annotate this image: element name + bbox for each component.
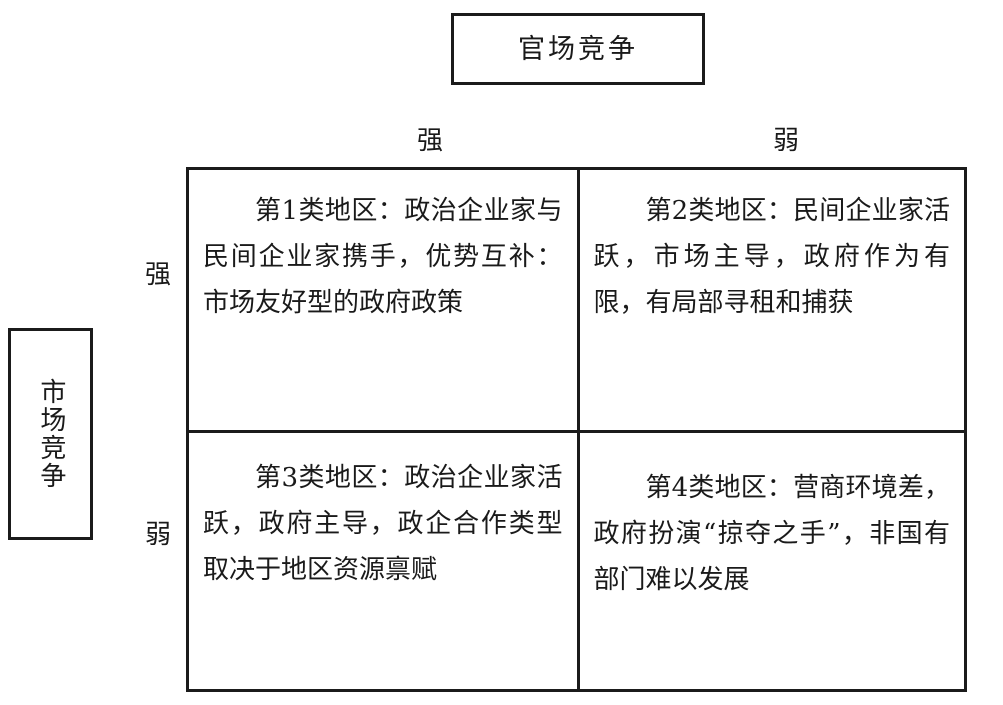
column-label-strong: 强 — [416, 126, 443, 156]
matrix-cell-quadrant-1: 第1类地区：政治企业家与民间企业家携手，优势互补：市场友好型的政府政策 — [189, 170, 577, 430]
quadrant-1-text: 第1类地区：政治企业家与民间企业家携手，优势互补：市场友好型的政府政策 — [203, 196, 563, 318]
row-label-weak: 弱 — [144, 520, 171, 550]
matrix-cell-quadrant-4: 第4类地区：营商环境差，政府扮演“掠夺之手”，非国有部门难以发展 — [576, 429, 964, 689]
column-axis-title-box: 官场竞争 — [451, 13, 705, 85]
matrix-cell-quadrant-3: 第3类地区：政治企业家活跃，政府主导，政企合作类型取决于地区资源禀赋 — [189, 429, 577, 690]
row-axis-title-box: 市场竞争 — [8, 328, 93, 540]
row-label-strong: 强 — [144, 260, 171, 290]
column-axis-title: 官场竞争 — [518, 33, 638, 65]
quadrant-2-text: 第2类地区：民间企业家活跃，市场主导，政府作为有限，有局部寻租和捕获 — [593, 196, 951, 318]
quadrant-4-text: 第4类地区：营商环境差，政府扮演“掠夺之手”，非国有部门难以发展 — [593, 472, 951, 595]
column-label-weak: 弱 — [772, 126, 799, 156]
quadrant-3-text: 第3类地区：政治企业家活跃，政府主导，政企合作类型取决于地区资源禀赋 — [203, 462, 563, 585]
matrix-cell-quadrant-2: 第2类地区：民间企业家活跃，市场主导，政府作为有限，有局部寻租和捕获 — [576, 170, 965, 430]
row-axis-title: 市场竞争 — [35, 378, 66, 490]
quadrant-matrix: 第1类地区：政治企业家与民间企业家携手，优势互补：市场友好型的政府政策 第2类地… — [186, 167, 967, 692]
